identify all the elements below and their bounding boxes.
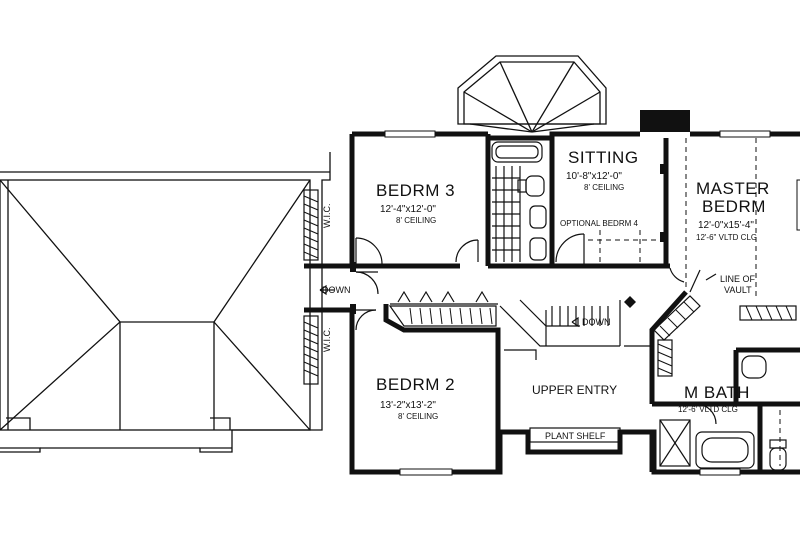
chimney — [640, 110, 690, 132]
mbath-name: M BATH — [684, 383, 750, 402]
master-ceiling: 12'-6" VLTD CLG — [696, 233, 757, 242]
plant-shelf-label: PLANT SHELF — [545, 431, 606, 441]
sitting-name: SITTING — [568, 148, 639, 167]
master-dims: 12'-0"x15'-4" — [698, 220, 754, 231]
down-left-label: DOWN — [322, 285, 351, 295]
sitting-details — [555, 164, 668, 264]
bedrm2-name: BEDRM 2 — [376, 375, 455, 394]
hall-bath-fixtures — [491, 141, 547, 262]
wic-bottom-closet — [303, 315, 319, 385]
bifold-closet-doors — [388, 290, 498, 327]
master-closet — [653, 295, 797, 377]
line-of-vault-label-2: VAULT — [724, 285, 752, 295]
master-name-line2: BEDRM — [702, 197, 766, 216]
bedrm2-ceiling: 8' CEILING — [398, 412, 438, 421]
windows — [384, 130, 800, 476]
master-vault-lines — [685, 138, 757, 300]
down-stair-label: DOWN — [582, 317, 611, 327]
master-name-line1: MASTER — [696, 179, 770, 198]
plant-shelf-box — [529, 427, 621, 443]
stair — [499, 296, 652, 360]
annotation-labels: W.I.C. W.I.C. DOWN DOWN LINE OF VAULT PL… — [322, 204, 756, 442]
bay-window-roof — [457, 55, 607, 133]
post — [350, 262, 356, 272]
wic-bottom-label: W.I.C. — [322, 328, 332, 353]
sitting-ceiling: 8' CEILING — [584, 183, 624, 192]
master-bath-fixtures — [659, 355, 787, 471]
sitting-dims: 10'-8"x12'-0" — [566, 171, 622, 182]
interior-walls — [352, 134, 800, 472]
mbath-ceiling: 12'-6' VLTD CLG — [678, 405, 738, 414]
room-labels: BEDRM 3 12'-4"x12'-0" 8' CEILING BEDRM 2… — [376, 148, 770, 421]
line-of-vault-label-1: LINE OF — [720, 274, 756, 284]
bedrm3-dims: 12'-4"x12'-0" — [380, 204, 436, 215]
upper-entry-name: UPPER ENTRY — [532, 383, 617, 397]
post — [350, 304, 356, 314]
bedrm3-ceiling: 8' CEILING — [396, 216, 436, 225]
garage-roof — [0, 152, 331, 453]
doors — [355, 237, 717, 425]
bedrm3-name: BEDRM 3 — [376, 181, 455, 200]
down-arrows — [319, 284, 579, 328]
bedrm2-dims: 13'-2"x13'-2" — [380, 400, 436, 411]
wic-top-label: W.I.C. — [322, 204, 332, 229]
sitting-optional-note: OPTIONAL BEDRM 4 — [560, 219, 638, 228]
wic-top-closet — [303, 189, 319, 261]
